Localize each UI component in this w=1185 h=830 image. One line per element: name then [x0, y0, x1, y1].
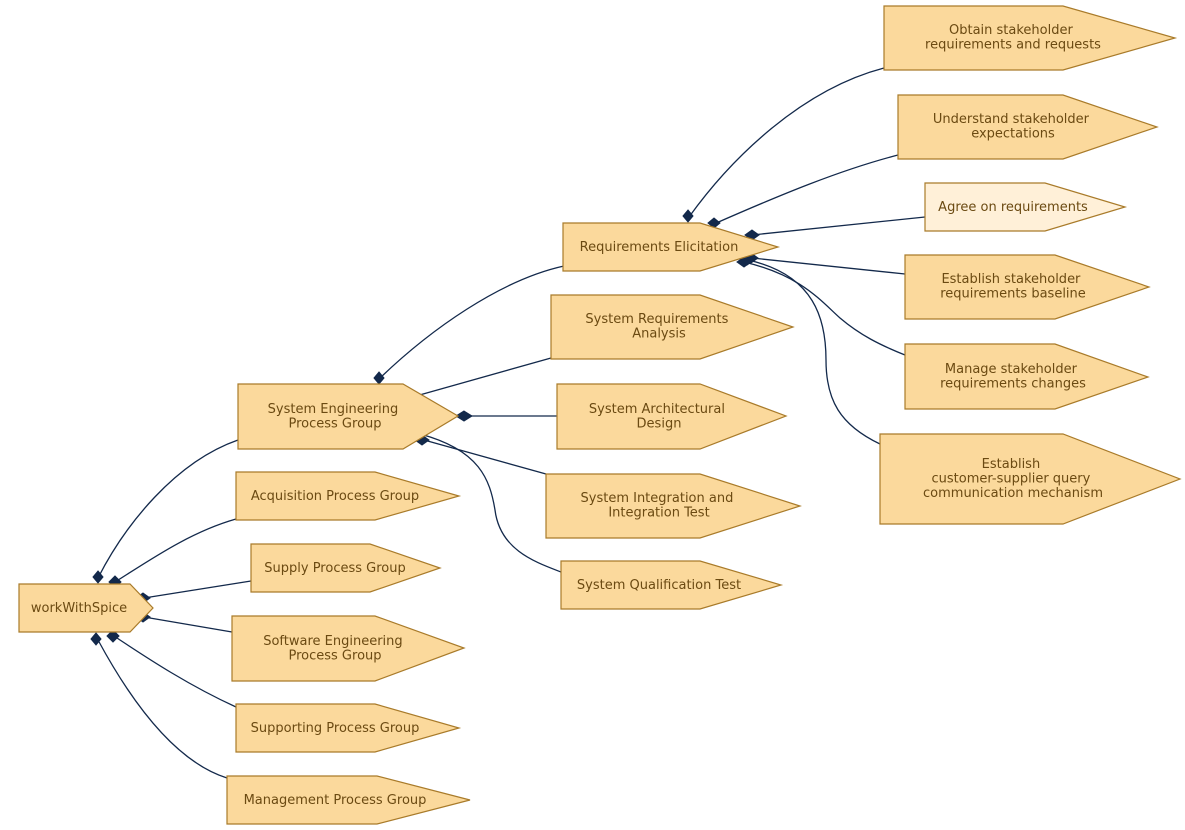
node-understand-stakeholder-expectations[interactable]: Understand stakeholder expectations	[897, 94, 1159, 160]
diamond-seg-re	[373, 371, 385, 385]
svg-text:Manage stakeholder req: Manage stakeholder requirements changes	[940, 362, 1086, 392]
node-label-line: Manage stakeholder	[945, 362, 1078, 377]
edge-re-to-ms	[743, 261, 906, 356]
node-label-line: requirements and requests	[925, 38, 1101, 53]
node-label-line: Supply Process Group	[264, 561, 405, 576]
svg-text:Management Process Group: Management Process Group	[244, 793, 427, 808]
node-supply-process-group[interactable]: Supply Process Group	[250, 543, 442, 593]
edge-seg-to-sit	[423, 439, 547, 475]
node-label-line: Integration Test	[608, 506, 709, 521]
edge-re-to-ob	[688, 67, 885, 218]
node-label-line: Software Engineering	[263, 634, 402, 649]
node-label-line: Management Process Group	[244, 793, 427, 808]
svg-text:Establish customer-sup: Establish customer-supplier query commun…	[923, 457, 1103, 501]
node-label-line: Establish stakeholder	[941, 272, 1081, 287]
node-acquisition-process-group[interactable]: Acquisition Process Group	[235, 471, 462, 521]
edge-root-to-seg	[97, 439, 239, 579]
node-label-line: Supporting Process Group	[251, 721, 420, 736]
diamond-re-ob	[682, 209, 694, 223]
diamond-root-spg	[106, 629, 120, 643]
svg-text:Acquisition Process Group: Acquisition Process Group	[251, 489, 419, 504]
edge-root-to-mpg	[97, 639, 228, 779]
nodes: workWithSpice System Engineering Process…	[18, 5, 1182, 825]
node-label-line: workWithSpice	[31, 601, 127, 616]
svg-text:Understand stakeholder: Understand stakeholder expectations	[933, 112, 1093, 142]
svg-text:Obtain stakeholder req: Obtain stakeholder requirements and requ…	[925, 23, 1101, 53]
node-obtain-stakeholder-requirements[interactable]: Obtain stakeholder requirements and requ…	[883, 5, 1178, 71]
node-label-line: Acquisition Process Group	[251, 489, 419, 504]
edge-root-to-spg	[113, 635, 237, 708]
svg-text:Supporting Process Group: Supporting Process Group	[251, 721, 420, 736]
svg-text:Software Engineering P: Software Engineering Process Group	[263, 634, 407, 664]
node-establish-customer-supplier-query[interactable]: Establish customer-supplier query commun…	[879, 433, 1182, 525]
node-management-process-group[interactable]: Management Process Group	[226, 775, 471, 825]
edge-root-to-swe	[143, 616, 233, 633]
svg-text:System Engineering Pro: System Engineering Process Group	[268, 402, 403, 432]
edge-root-to-acq	[114, 518, 237, 583]
node-establish-stakeholder-requirements-baseline[interactable]: Establish stakeholder requirements basel…	[904, 254, 1151, 320]
svg-text:System Qualification Test: System Qualification Test	[577, 578, 741, 593]
node-system-integration-and-integration-test[interactable]: System Integration and Integration Test	[545, 473, 802, 539]
node-label-line: System Integration and	[581, 491, 734, 506]
node-label-line: Establish	[982, 457, 1041, 472]
node-label-line: requirements changes	[940, 377, 1086, 392]
node-system-qualification-test[interactable]: System Qualification Test	[560, 560, 784, 610]
edges	[97, 67, 926, 779]
edge-re-to-ag	[751, 216, 926, 236]
svg-text:workWithSpice: workWithSpice	[31, 601, 127, 616]
node-label-line: requirements baseline	[940, 287, 1086, 302]
node-label-line: communication mechanism	[923, 486, 1103, 501]
node-work-with-spice[interactable]: workWithSpice	[18, 583, 154, 633]
node-system-requirements-analysis[interactable]: System Requirements Analysis	[550, 294, 795, 360]
svg-text:Supply Process Group: Supply Process Group	[264, 561, 405, 576]
diamond-seg-sad	[455, 410, 473, 422]
node-label-line: Process Group	[288, 417, 381, 432]
node-agree-on-requirements[interactable]: Agree on requirements	[924, 182, 1128, 232]
svg-text:System Integration and: System Integration and Integration Test	[581, 491, 738, 521]
node-label-line: Understand stakeholder	[933, 112, 1090, 127]
node-label-line: Agree on requirements	[938, 200, 1088, 215]
node-system-engineering-process-group[interactable]: System Engineering Process Group	[237, 383, 460, 450]
node-label-line: Design	[637, 417, 682, 432]
svg-text:Requirements Elicitation: Requirements Elicitation	[580, 240, 739, 255]
edge-re-to-us	[713, 154, 899, 225]
node-label-line: System Qualification Test	[577, 578, 741, 593]
node-label-line: System Architectural	[589, 402, 725, 417]
edge-seg-to-sra	[415, 357, 552, 397]
node-system-architectural-design[interactable]: System Architectural Design	[556, 383, 788, 450]
node-requirements-elicitation[interactable]: Requirements Elicitation	[562, 222, 781, 272]
svg-text:System Requirements An: System Requirements Analysis	[585, 312, 732, 342]
node-label-line: Obtain stakeholder	[949, 23, 1073, 38]
diamond-root-mpg	[90, 632, 102, 646]
node-software-engineering-process-group[interactable]: Software Engineering Process Group	[231, 615, 466, 682]
edge-seg-to-re	[379, 265, 565, 379]
node-label-line: Process Group	[288, 649, 381, 664]
node-manage-stakeholder-requirements-changes[interactable]: Manage stakeholder requirements changes	[904, 343, 1150, 410]
svg-text:Agree on requirements: Agree on requirements	[938, 200, 1088, 215]
node-label-line: System Engineering	[268, 402, 399, 417]
svg-text:Establish stakeholder: Establish stakeholder requirements basel…	[940, 272, 1086, 302]
edge-re-to-es	[751, 257, 906, 275]
edge-root-to-sup	[143, 580, 252, 599]
node-label-line: customer-supplier query	[932, 472, 1091, 487]
svg-text:System Architectural D: System Architectural Design	[589, 402, 729, 432]
diamond-root-seg	[92, 570, 104, 584]
edge-seg-to-sqt	[419, 433, 562, 573]
node-label-line: Analysis	[632, 327, 686, 342]
node-label-line: Requirements Elicitation	[580, 240, 739, 255]
node-label-line: System Requirements	[585, 312, 728, 327]
node-supporting-process-group[interactable]: Supporting Process Group	[235, 703, 462, 753]
edge-re-to-ec	[747, 259, 881, 445]
node-label-line: expectations	[971, 127, 1055, 142]
